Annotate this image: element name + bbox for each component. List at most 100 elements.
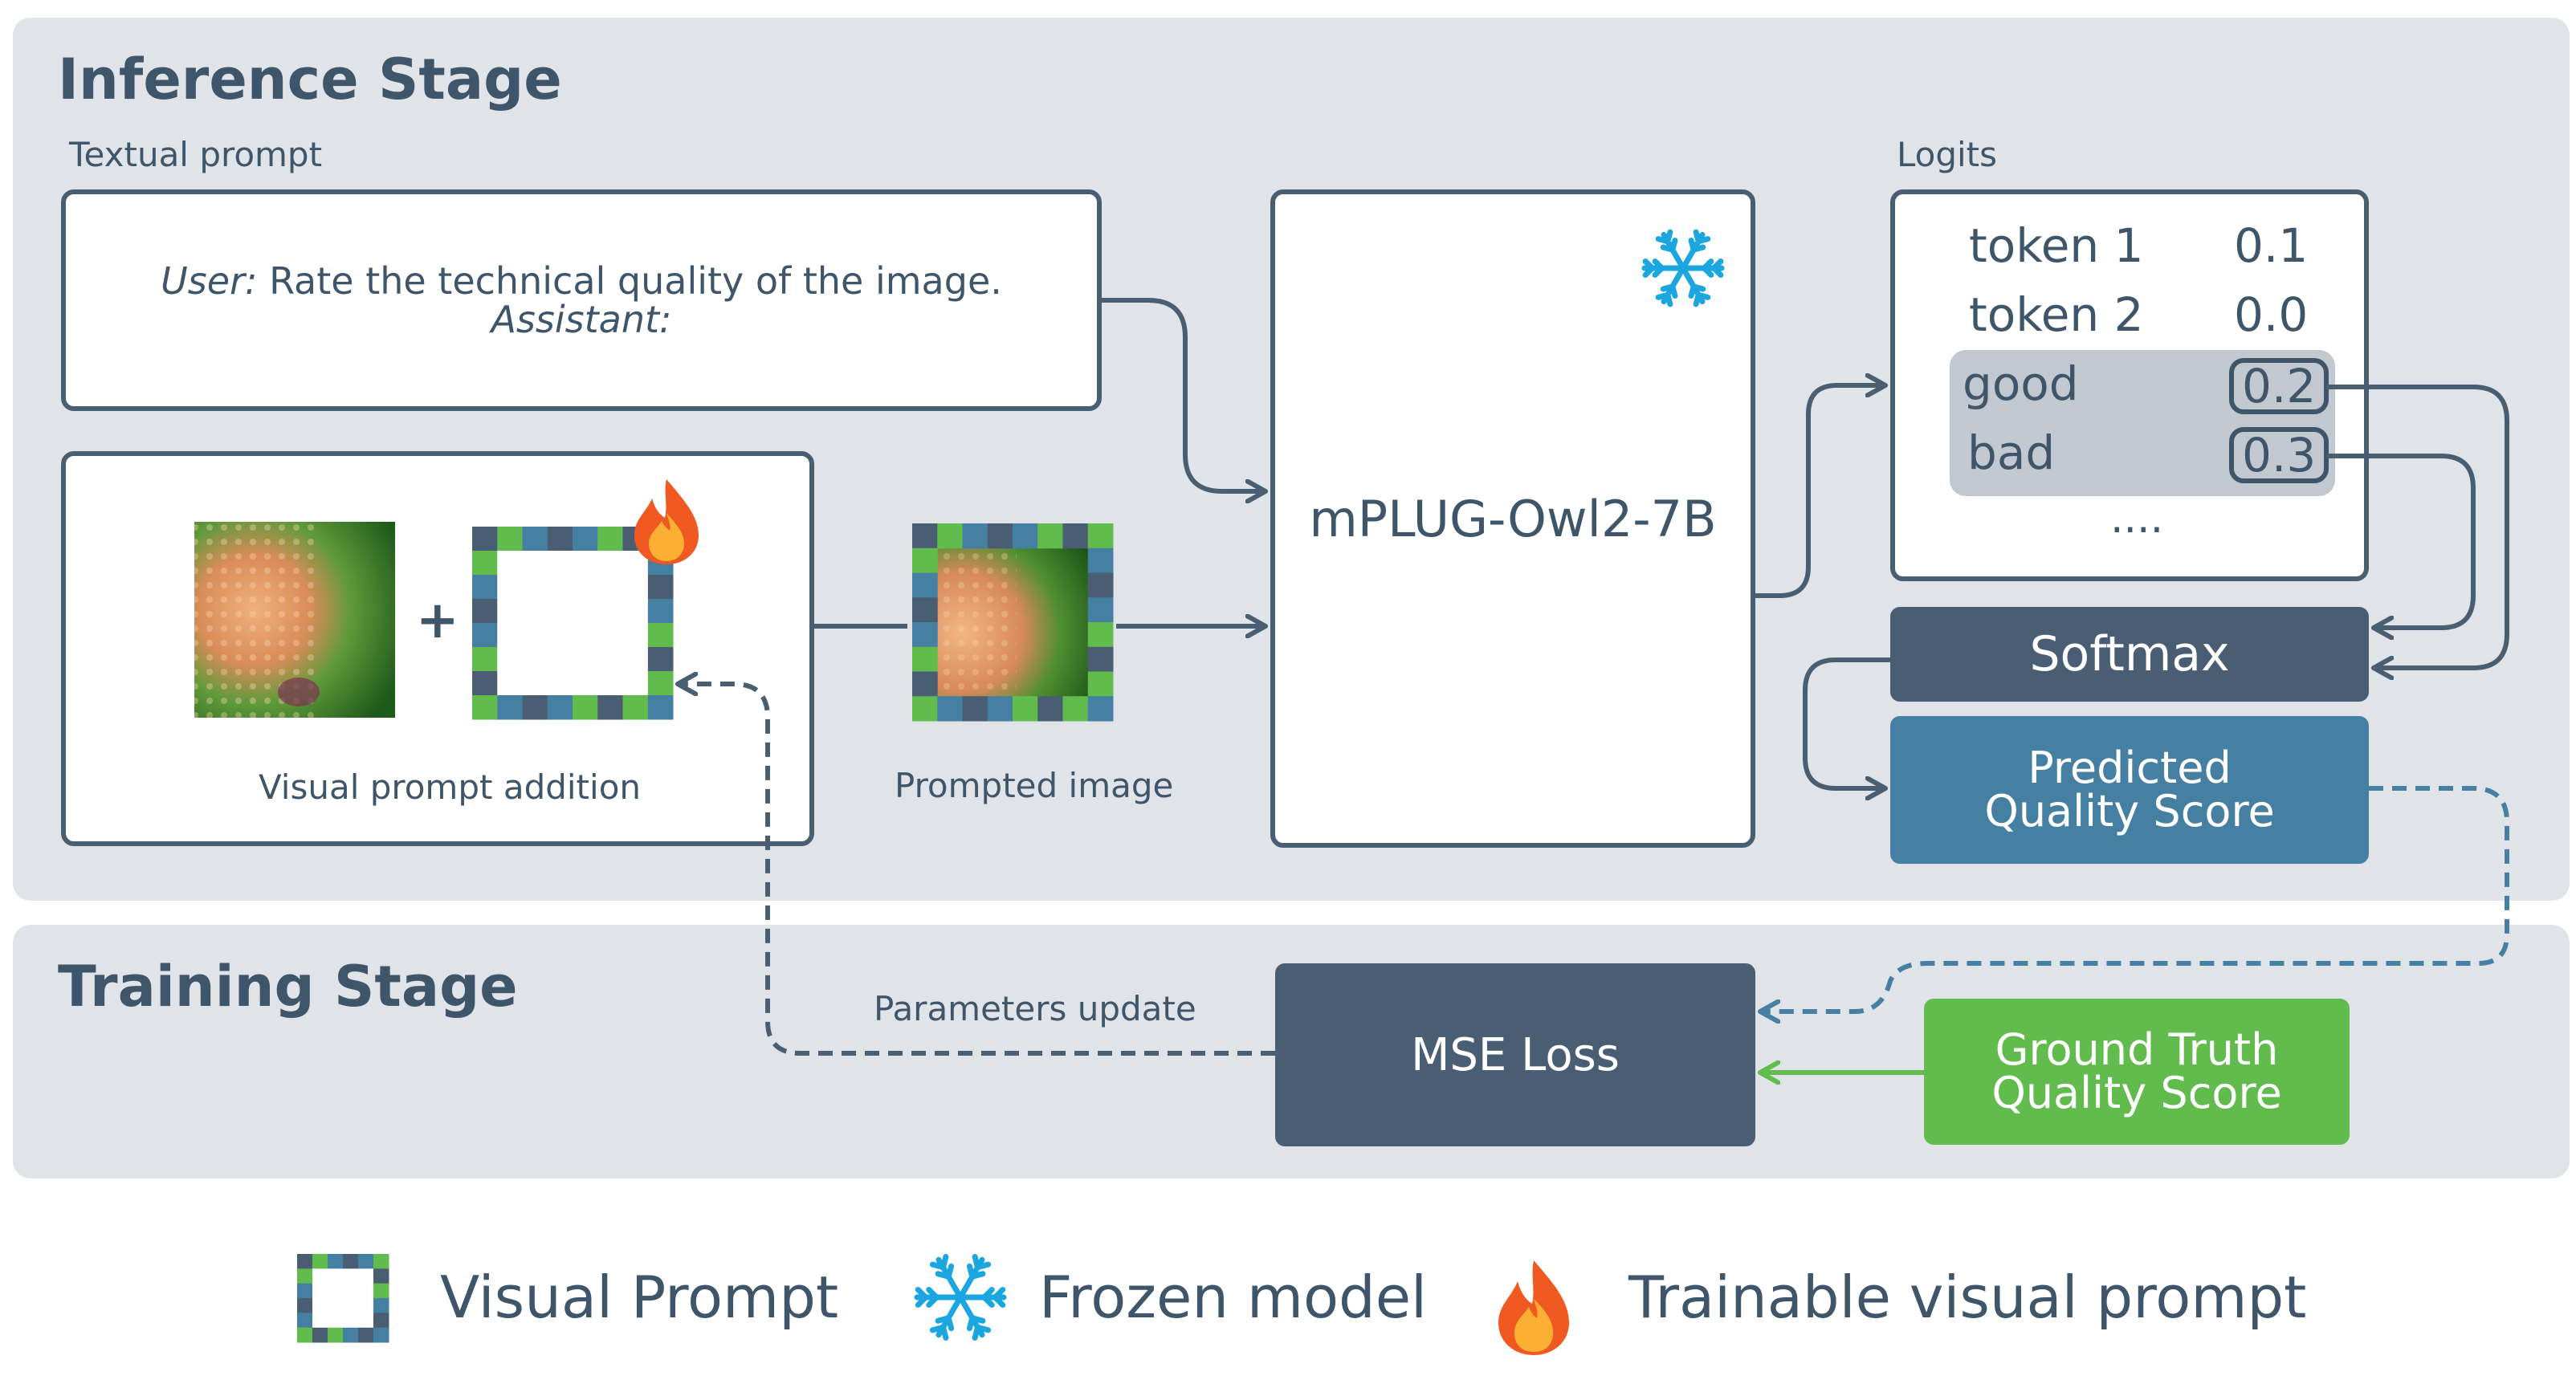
prompt-cell xyxy=(1087,696,1114,722)
snowflake-branch xyxy=(1665,229,1673,245)
prompt-cell xyxy=(328,1327,344,1343)
prompt-cell xyxy=(1087,671,1114,697)
softmax-label: Softmax xyxy=(2029,626,2230,682)
snowflake-branch xyxy=(1669,238,1678,253)
prompt-cell xyxy=(297,1254,313,1269)
prompt-cell xyxy=(472,551,498,576)
snowflake-branch xyxy=(1655,291,1671,300)
logit-token-good: good xyxy=(1963,356,2079,411)
prompt-cell xyxy=(373,1268,389,1284)
prompt-cell xyxy=(597,527,623,552)
textual-prompt-label: Textual prompt xyxy=(69,135,323,174)
legend-flame-icon xyxy=(1498,1260,1569,1355)
prompt-cell xyxy=(597,695,623,720)
logits-ellipsis: .... xyxy=(2110,495,2164,543)
snowflake-branch xyxy=(1701,265,1714,278)
prompt-cell xyxy=(912,696,938,722)
snowflake-branch xyxy=(1695,236,1711,245)
snowflake-branch xyxy=(969,1271,986,1280)
arrow-predicted-to-loss xyxy=(1760,786,2509,1012)
snowflake-branch xyxy=(929,1324,946,1333)
prompt-cell xyxy=(1087,646,1114,672)
prompt-cell xyxy=(647,599,674,624)
predicted-line-2: Quality Score xyxy=(1984,786,2275,837)
snowflake-branch xyxy=(1652,258,1665,271)
arrow-parameters-update xyxy=(678,684,1275,1056)
prompt-frame-center xyxy=(497,551,648,695)
prompt-cell xyxy=(912,547,938,573)
logit-value-2: 0.0 xyxy=(2234,287,2309,342)
prompt-cell xyxy=(472,575,498,600)
prompt-cell xyxy=(373,1254,389,1269)
snowflake-branch xyxy=(1710,265,1724,278)
prompt-cell xyxy=(472,671,498,696)
visual-prompt-addition-label: Visual prompt addition xyxy=(259,767,642,807)
prompt-cell xyxy=(297,1313,313,1329)
model-box: mPLUG-Owl2-7B xyxy=(1270,189,1755,848)
prompt-cell xyxy=(472,695,498,720)
snowflake-branch xyxy=(975,1261,992,1271)
prompt-cell xyxy=(937,696,963,722)
legend-visual-prompt-label: Visual Prompt xyxy=(440,1264,839,1331)
snowflake-branch xyxy=(1693,291,1702,307)
prompt-cell xyxy=(373,1283,389,1299)
prompt-cell xyxy=(1037,696,1063,722)
prompt-user-role: User: xyxy=(161,259,258,303)
prompt-cell xyxy=(1087,622,1114,648)
snowflake-branch xyxy=(915,1286,929,1301)
prompt-cell xyxy=(297,1298,313,1313)
predicted-score-box: Predicted Quality Score xyxy=(1890,716,2369,864)
legend-frozen-model-label: Frozen model xyxy=(1039,1264,1428,1331)
prompt-cell xyxy=(312,1254,328,1269)
prompt-cell xyxy=(472,527,498,552)
snowflake-branch xyxy=(992,1294,1006,1309)
input-image xyxy=(194,522,395,718)
prompt-cell xyxy=(912,671,938,697)
prompt-cell xyxy=(1087,597,1114,623)
prompt-cell xyxy=(912,646,938,672)
prompt-cell xyxy=(547,695,573,720)
prompt-cell xyxy=(312,1327,328,1343)
prompt-cell xyxy=(328,1254,344,1269)
logit-token-1: token 1 xyxy=(1969,218,2144,273)
prompt-cell xyxy=(937,523,963,549)
prompt-cell xyxy=(987,523,1013,549)
visual-prompt-frame xyxy=(472,527,674,720)
snowflake-branch xyxy=(1660,283,1676,292)
prompt-cell xyxy=(1087,572,1114,598)
prompt-cell xyxy=(343,1327,359,1343)
snowflake-branch xyxy=(945,1263,955,1280)
parameters-update-label: Parameters update xyxy=(874,989,1196,1028)
prompt-cell xyxy=(647,647,674,672)
prompt-instruction: Rate the technical quality of the image. xyxy=(269,259,1002,303)
gt-line-2: Quality Score xyxy=(1991,1068,2282,1118)
mse-loss-box: MSE Loss xyxy=(1275,963,1755,1146)
prompt-cell xyxy=(912,622,938,648)
prompt-cell xyxy=(472,647,498,672)
training-stage-title: Training Stage xyxy=(58,954,518,1020)
snowflake-branch xyxy=(940,1254,949,1271)
plus-sign: + xyxy=(416,591,459,650)
mse-loss-label: MSE Loss xyxy=(1411,1028,1620,1081)
prompt-cell xyxy=(497,527,523,552)
prompt-cell xyxy=(647,695,674,720)
prompt-cell xyxy=(547,527,573,552)
prompted-image-label: Prompted image xyxy=(895,766,1174,805)
snowflake-branch xyxy=(1690,244,1706,253)
snowflake-branch xyxy=(966,1315,976,1332)
prompt-cell xyxy=(497,695,523,720)
prompt-user-line: User: Rate the technical quality of the … xyxy=(161,262,1002,300)
prompt-assistant-role: Assistant: xyxy=(491,298,672,341)
snowflake-branch xyxy=(935,1315,952,1324)
prompt-cell xyxy=(1037,523,1063,549)
prompt-cell xyxy=(987,696,1013,722)
legend-snowflake-icon xyxy=(914,1254,1007,1341)
arrow-softmax-to-predicted xyxy=(1803,657,1890,788)
prompt-cell xyxy=(912,523,938,549)
prompt-cell xyxy=(962,523,988,549)
prompt-cell xyxy=(1013,696,1038,722)
prompt-cell xyxy=(297,1268,313,1284)
legend-trainable-label: Trainable visual prompt xyxy=(1628,1264,2307,1331)
prompt-cell xyxy=(373,1298,389,1313)
